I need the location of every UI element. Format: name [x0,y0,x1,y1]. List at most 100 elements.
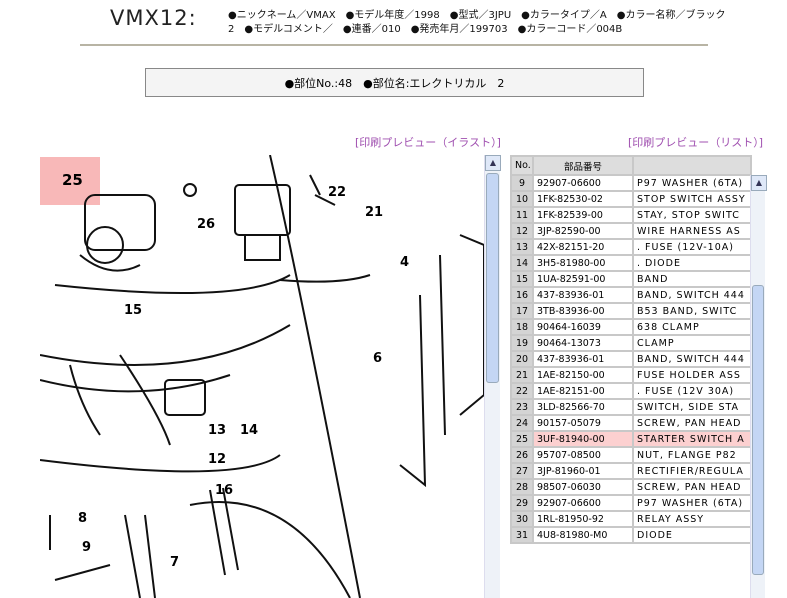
callout-21[interactable]: 21 [365,205,384,220]
part-name: BAND [632,270,752,288]
illustration-drawing [40,155,484,598]
part-number: 437-83936-01 [532,286,634,304]
part-number: 42X-82151-20 [532,238,634,256]
callout-6[interactable]: 6 [373,351,383,366]
model-title: VMX12: [110,6,197,30]
illustration-scrollbar[interactable]: ▲ [484,155,501,598]
row-number: 31 [510,526,534,544]
callout-12[interactable]: 12 [208,452,227,467]
table-header-row: No. 部品番号 [510,155,752,176]
print-preview-list-link[interactable]: [印刷プレビュー（リスト）] [628,136,764,149]
part-number: 3JP-81960-01 [532,462,634,480]
part-name: SCREW, PAN HEAD [632,414,752,432]
part-name: 638 CLAMP [632,318,752,336]
callout-26[interactable]: 26 [197,217,216,232]
callout-25[interactable]: 25 [62,171,83,189]
illustration-scroll-thumb[interactable] [486,173,499,383]
part-name: P97 WASHER (6TA) [632,494,752,512]
part-name: DIODE [632,526,752,544]
callout-14[interactable]: 14 [240,423,259,438]
part-name: P97 WASHER (6TA) [632,174,752,192]
part-number: 1UA-82591-00 [532,270,634,288]
part-number: 95707-08500 [532,446,634,464]
part-number: 437-83936-01 [532,350,634,368]
part-name: STOP SWITCH ASSY [632,190,752,208]
callout-4[interactable]: 4 [400,255,410,270]
scroll-up-arrow-icon[interactable]: ▲ [751,175,767,191]
list-scroll-thumb[interactable] [752,285,764,575]
part-number: 1AE-82151-00 [532,382,634,400]
scroll-up-arrow-icon[interactable]: ▲ [485,155,501,171]
callout-16[interactable]: 16 [215,483,234,498]
part-number: 1FK-82539-00 [532,206,634,224]
part-number: 1RL-81950-92 [532,510,634,528]
callout-22[interactable]: 22 [328,185,347,200]
row-number: 24 [510,414,534,432]
callout-15[interactable]: 15 [124,303,143,318]
part-number: 90157-05079 [532,414,634,432]
callout-8[interactable]: 8 [78,511,88,526]
list-scrollbar[interactable]: ▲ [750,175,767,598]
parts-illustration[interactable]: 25 26 22 21 4 15 6 13 14 12 16 8 9 7 [40,155,484,598]
part-number: 1AE-82150-00 [532,366,634,384]
part-name: BAND, SWITCH 444 [632,350,752,368]
part-name: CLAMP [632,334,752,352]
part-number: 3LD-82566-70 [532,398,634,416]
row-number: 26 [510,446,534,464]
part-name: RECTIFIER/REGULA [632,462,752,480]
part-number: 98507-06030 [532,478,634,496]
part-name: RELAY ASSY [632,510,752,528]
row-number: 28 [510,478,534,496]
part-name: STARTER SWITCH A [632,430,752,448]
model-info-line2: 2 ●モデルコメント／ ●連番／010 ●発売年月／199703 ●カラーコード… [228,24,623,35]
callout-7[interactable]: 7 [170,555,180,570]
part-name: . FUSE (12V 30A) [632,382,752,400]
row-number: 16 [510,286,534,304]
row-number: 9 [510,174,534,192]
part-section-box: ●部位No.:48 ●部位名:エレクトリカル 2 [145,68,644,97]
callout-13[interactable]: 13 [208,423,227,438]
part-number: 90464-16039 [532,318,634,336]
part-name: FUSE HOLDER ASS [632,366,752,384]
print-preview-illustration-link[interactable]: [印刷プレビュー（イラスト）] [355,136,501,149]
part-number: 92907-06600 [532,174,634,192]
row-number: 21 [510,366,534,384]
part-number: 92907-06600 [532,494,634,512]
part-number: 3H5-81980-00 [532,254,634,272]
part-name: BAND, SWITCH 444 [632,286,752,304]
divider [80,44,708,46]
row-number: 13 [510,238,534,256]
part-number: 4U8-81980-M0 [532,526,634,544]
row-number: 30 [510,510,534,528]
callout-9[interactable]: 9 [82,540,92,555]
row-number: 23 [510,398,534,416]
row-number: 22 [510,382,534,400]
row-number: 18 [510,318,534,336]
part-number: 90464-13073 [532,334,634,352]
row-number: 20 [510,350,534,368]
